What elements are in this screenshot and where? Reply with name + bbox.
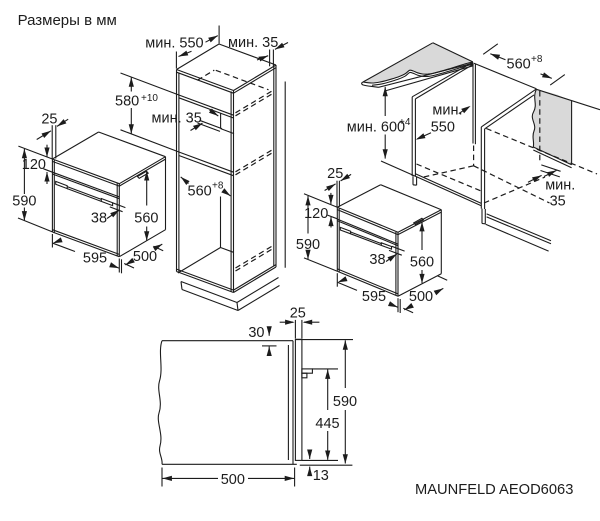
svg-text:25: 25 (327, 166, 343, 182)
svg-text:595: 595 (83, 251, 107, 267)
svg-text:Размеры в мм: Размеры в мм (18, 12, 117, 29)
svg-text:MAUNFELD AEOD6063: MAUNFELD AEOD6063 (415, 482, 573, 498)
svg-text:550: 550 (431, 120, 455, 136)
svg-text:120: 120 (304, 206, 328, 222)
svg-text:+10: +10 (141, 93, 158, 104)
svg-text:560: 560 (134, 211, 158, 227)
svg-text:560: 560 (507, 57, 531, 73)
svg-text:500: 500 (409, 289, 433, 305)
svg-text:590: 590 (333, 394, 357, 410)
svg-text:500: 500 (221, 472, 245, 488)
svg-text:13: 13 (313, 468, 329, 484)
svg-text:590: 590 (296, 237, 320, 253)
svg-text:35: 35 (550, 194, 566, 210)
svg-text:560: 560 (410, 254, 434, 270)
svg-text:мин.: мин. (432, 103, 462, 119)
svg-text:560: 560 (188, 183, 212, 199)
svg-text:38: 38 (91, 211, 107, 227)
svg-text:+8: +8 (531, 54, 543, 65)
svg-text:мин. 550: мин. 550 (145, 36, 203, 52)
svg-text:25: 25 (290, 305, 306, 321)
svg-text:мин. 35: мин. 35 (228, 35, 278, 51)
svg-text:+4: +4 (399, 117, 411, 128)
svg-text:25: 25 (41, 111, 57, 127)
svg-text:+8: +8 (212, 181, 224, 192)
svg-text:мин. 600: мин. 600 (347, 120, 405, 136)
svg-text:445: 445 (315, 416, 339, 432)
svg-text:500: 500 (133, 249, 157, 265)
svg-text:120: 120 (22, 157, 46, 173)
svg-text:590: 590 (12, 193, 36, 209)
svg-text:580: 580 (115, 94, 139, 110)
svg-text:мин.: мин. (545, 178, 575, 194)
svg-text:30: 30 (248, 325, 264, 341)
svg-text:595: 595 (362, 289, 386, 305)
svg-text:мин. 35: мин. 35 (152, 111, 202, 127)
svg-text:38: 38 (369, 252, 385, 268)
